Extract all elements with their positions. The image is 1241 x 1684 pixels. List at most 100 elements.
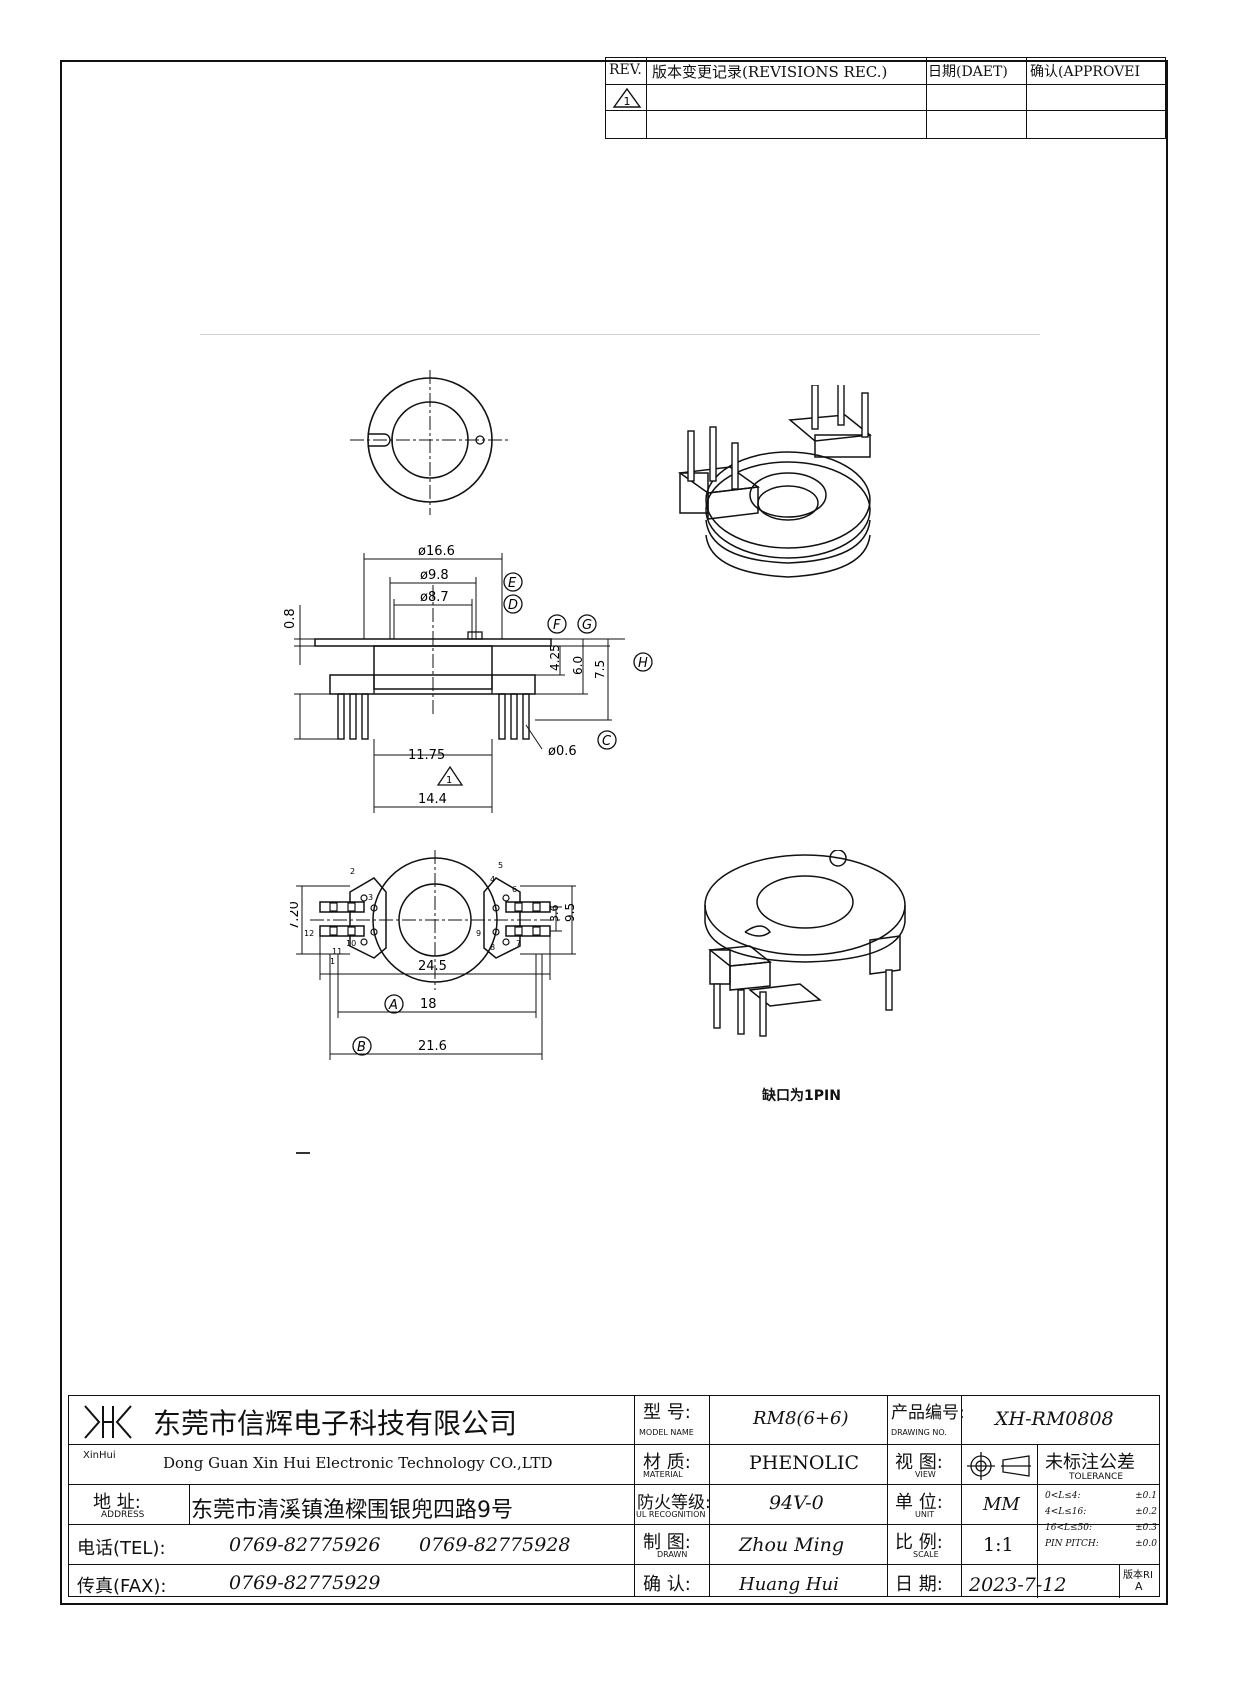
unit-label: 单 位:: [895, 1492, 943, 1513]
dim-right-height: 9.5: [563, 903, 577, 922]
material-value: PHENOLIC: [749, 1452, 860, 1474]
drawn-label-en: DRAWN: [657, 1550, 688, 1559]
dim-overall: 14.4: [418, 792, 447, 807]
marker-g: G: [582, 618, 592, 633]
revision-mark: 1: [624, 95, 631, 108]
check-label: 确 认:: [643, 1574, 691, 1595]
pin-number-10: 10: [346, 939, 356, 948]
pin-number-5: 5: [498, 861, 503, 870]
top-view-pin-hole: [475, 435, 485, 445]
dim-d-inner: ø8.7: [420, 590, 449, 605]
part-no-label-en: DRAWING NO.: [891, 1428, 947, 1437]
dim-pin-span-inner: 11.75: [408, 748, 445, 763]
model-value: RM8(6+6): [753, 1408, 849, 1429]
title-block: XinHui 东莞市信辉电子科技有限公司 Dong Guan Xin Hui E…: [68, 1395, 1160, 1598]
fire-label-en: UL RECOGNITION: [636, 1510, 706, 1519]
tolerance-sub: TOLERANCE: [1069, 1472, 1124, 1482]
revision-triangle-icon: 1: [612, 87, 642, 108]
tolerance-row: PIN PITCH:±0.0: [1045, 1539, 1157, 1549]
scale-value: 1:1: [983, 1534, 1014, 1556]
revisions-header: 版本变更记录(REVISIONS REC.): [652, 63, 888, 81]
pin-number-12: 12: [304, 929, 314, 938]
pin-dia-leader: [525, 724, 543, 750]
marker-c: C: [602, 734, 612, 749]
dim-h3: 7.5: [593, 660, 607, 679]
address-label-en: ADDRESS: [101, 1510, 145, 1520]
drawn-label: 制 图:: [643, 1532, 691, 1553]
tolerance-row: 16<L≤50:±0.3: [1045, 1523, 1157, 1533]
marker-h: H: [638, 656, 648, 671]
isometric-view-bottom: [704, 850, 906, 1037]
dim-width-outer: 24.5: [418, 959, 447, 974]
address-value: 东莞市清溪镇渔樑围银兜四路9号: [191, 1498, 513, 1523]
top-view: [350, 370, 510, 515]
front-view-markers: E D F G H C: [503, 572, 653, 750]
revision-block: REV. 版本变更记录(REVISIONS REC.) 日期(DAET) 确认(…: [605, 57, 1166, 139]
front-view-pins-right: [498, 693, 530, 740]
dim-flange: 0.8: [283, 608, 298, 629]
unit-label-en: UNIT: [915, 1510, 935, 1519]
tolerance-row: 0<L≤4:±0.1: [1045, 1491, 1157, 1501]
fax-value: 0769-82775929: [229, 1572, 381, 1594]
model-label-en: MODEL NAME: [639, 1428, 694, 1437]
first-angle-projection-icon: [967, 1452, 1031, 1480]
front-view-rev-triangle-icon: [436, 765, 464, 786]
dim-pin-span-b: 21.6: [418, 1039, 447, 1054]
check-value: Huang Hui: [739, 1574, 839, 1595]
tel-label: 电话(TEL):: [77, 1538, 166, 1559]
marker-a: A: [388, 998, 398, 1013]
material-label: 材 质:: [643, 1452, 691, 1473]
tel-value-2: 0769-82775928: [419, 1534, 571, 1556]
dim-pin-span-a: 18: [420, 997, 437, 1012]
company-name-en: Dong Guan Xin Hui Electronic Technology …: [163, 1454, 553, 1472]
bottom-view: 2 3 4 5 6 7 8 9 10 11 12 1 7.20 3.6 9.5 …: [290, 850, 577, 1060]
pin-number-6: 6: [512, 885, 517, 894]
fire-label: 防火等级:: [637, 1493, 711, 1513]
fax-label: 传真(FAX):: [77, 1576, 167, 1597]
gap-caption: 缺口为1PIN: [762, 1088, 841, 1104]
tolerance-title: 未标注公差: [1045, 1452, 1135, 1473]
isometric-view-top: [677, 385, 872, 578]
bottom-view-right-block: [483, 877, 521, 959]
marker-b: B: [357, 1040, 366, 1055]
pin-number-4: 4: [490, 875, 495, 884]
tolerance-table: 0<L≤4:±0.1 4<L≤16:±0.2 16<L≤50:±0.3 PIN …: [1045, 1488, 1157, 1552]
scale-label-en: SCALE: [913, 1550, 939, 1559]
version-label: 版本RI: [1123, 1570, 1153, 1581]
address-label: 地 址:: [93, 1492, 141, 1513]
rev-header: REV.: [609, 62, 642, 78]
scan-artifact-line: [200, 334, 1040, 335]
tolerance-row: 4<L≤16:±0.2: [1045, 1507, 1157, 1517]
front-view-rev-mark: 1: [446, 775, 452, 786]
bottom-view-left-block: [349, 877, 387, 959]
front-view-pins-left: [337, 693, 369, 740]
logo-text: XinHui: [83, 1450, 116, 1461]
dim-h1: 4.25: [548, 644, 562, 671]
part-no-value: XH-RM0808: [995, 1408, 1114, 1430]
fire-value: 94V-0: [769, 1492, 824, 1514]
marker-d: D: [508, 598, 518, 613]
company-logo: [84, 1405, 132, 1439]
drawn-value: Zhou Ming: [739, 1534, 845, 1556]
company-name-cn: 东莞市信辉电子科技有限公司: [153, 1407, 518, 1440]
drawing-frame: [60, 60, 1168, 1605]
dim-d-outer: ø16.6: [418, 545, 455, 559]
dim-left-height: 7.20: [290, 901, 302, 930]
pin-number-8: 8: [490, 943, 495, 952]
pin-number-7: 7: [516, 939, 521, 948]
pin-number-2: 2: [350, 867, 355, 876]
marker-e: E: [508, 576, 517, 591]
pin-number-11: 11: [332, 947, 342, 956]
scale-label: 比 例:: [895, 1532, 943, 1553]
approve-header: 确认(APPROVEI: [1030, 64, 1141, 80]
pin-number-9: 9: [476, 929, 481, 938]
dim-d-mid: ø9.8: [420, 568, 449, 583]
marker-f: F: [553, 618, 561, 633]
dim-h2: 6.0: [571, 656, 585, 675]
scan-artifact-dash: [296, 1152, 310, 1154]
version-value: A: [1135, 1580, 1143, 1593]
view-label-en: VIEW: [915, 1470, 936, 1479]
dim-right-small: 3.6: [548, 905, 561, 923]
model-label: 型 号:: [643, 1402, 691, 1423]
view-label: 视 图:: [895, 1452, 943, 1473]
